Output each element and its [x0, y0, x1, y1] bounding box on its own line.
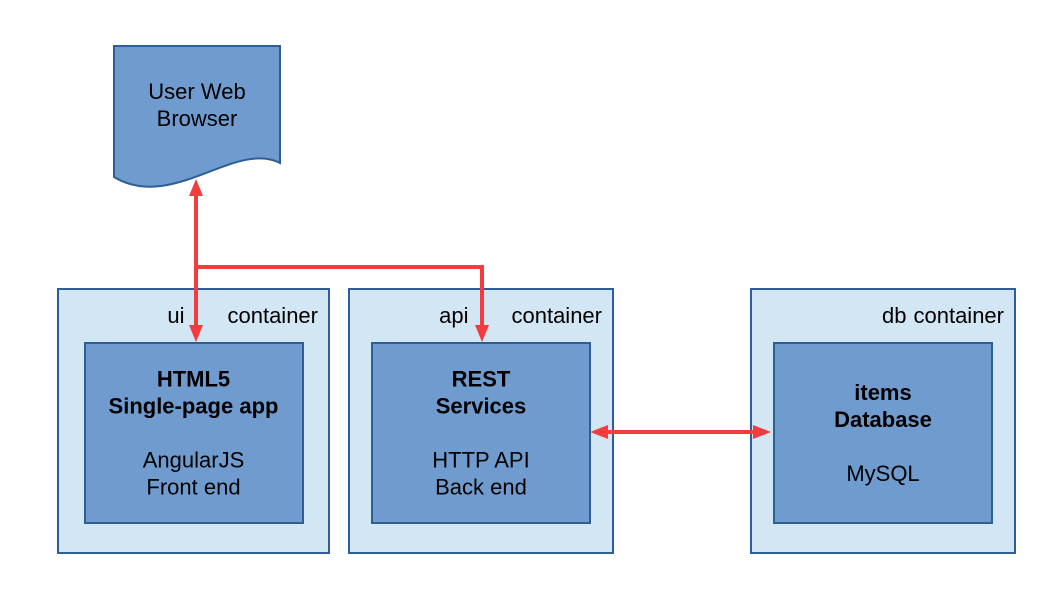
container-db-name: db: [882, 303, 907, 328]
container-db-header: db container: [752, 302, 1014, 329]
node-title-line: items: [854, 380, 912, 405]
container-api-header: api container: [350, 302, 612, 329]
html5-spa-node: HTML5 Single-page app AngularJS Front en…: [83, 342, 304, 524]
node-title-line: Database: [834, 407, 932, 432]
browser-label-line2: Browser: [156, 106, 238, 131]
node-body-line: Back end: [435, 474, 527, 500]
container-api: api container REST Services HTTP API Bac…: [348, 288, 614, 554]
node-body-line: AngularJS: [142, 447, 245, 473]
container-api-kind: container: [511, 303, 602, 328]
container-db: db container items Database MySQL: [750, 288, 1016, 554]
container-ui: ui container HTML5 Single-page app Angul…: [57, 288, 330, 554]
html5-spa-node-text: HTML5 Single-page app AngularJS Front en…: [86, 366, 302, 501]
node-title-line: Single-page app: [108, 393, 279, 419]
node-text-spacer: [86, 420, 302, 447]
user-web-browser-node: User Web Browser: [114, 78, 280, 132]
items-database-node: items Database MySQL: [773, 342, 993, 524]
node-body-line: HTTP API: [432, 447, 530, 473]
node-text-spacer: [373, 420, 589, 447]
container-db-kind: container: [913, 303, 1004, 328]
node-body-line: MySQL: [846, 461, 920, 486]
items-database-node-text: items Database MySQL: [775, 379, 991, 487]
rest-services-node-text: REST Services HTTP API Back end: [373, 366, 589, 501]
container-ui-kind: container: [227, 303, 318, 328]
node-title-line: HTML5: [156, 366, 231, 392]
api-db-arrow: [590, 425, 771, 439]
node-title-line: REST: [451, 366, 511, 392]
node-text-spacer: [775, 433, 991, 460]
container-ui-name: ui: [167, 303, 185, 328]
browser-label-line1: User Web: [148, 79, 246, 104]
node-title-line: Services: [435, 393, 527, 419]
container-ui-header: ui container: [59, 302, 328, 329]
node-body-line: Front end: [146, 474, 241, 500]
rest-services-node: REST Services HTTP API Back end: [371, 342, 591, 524]
container-api-name: api: [439, 303, 469, 328]
